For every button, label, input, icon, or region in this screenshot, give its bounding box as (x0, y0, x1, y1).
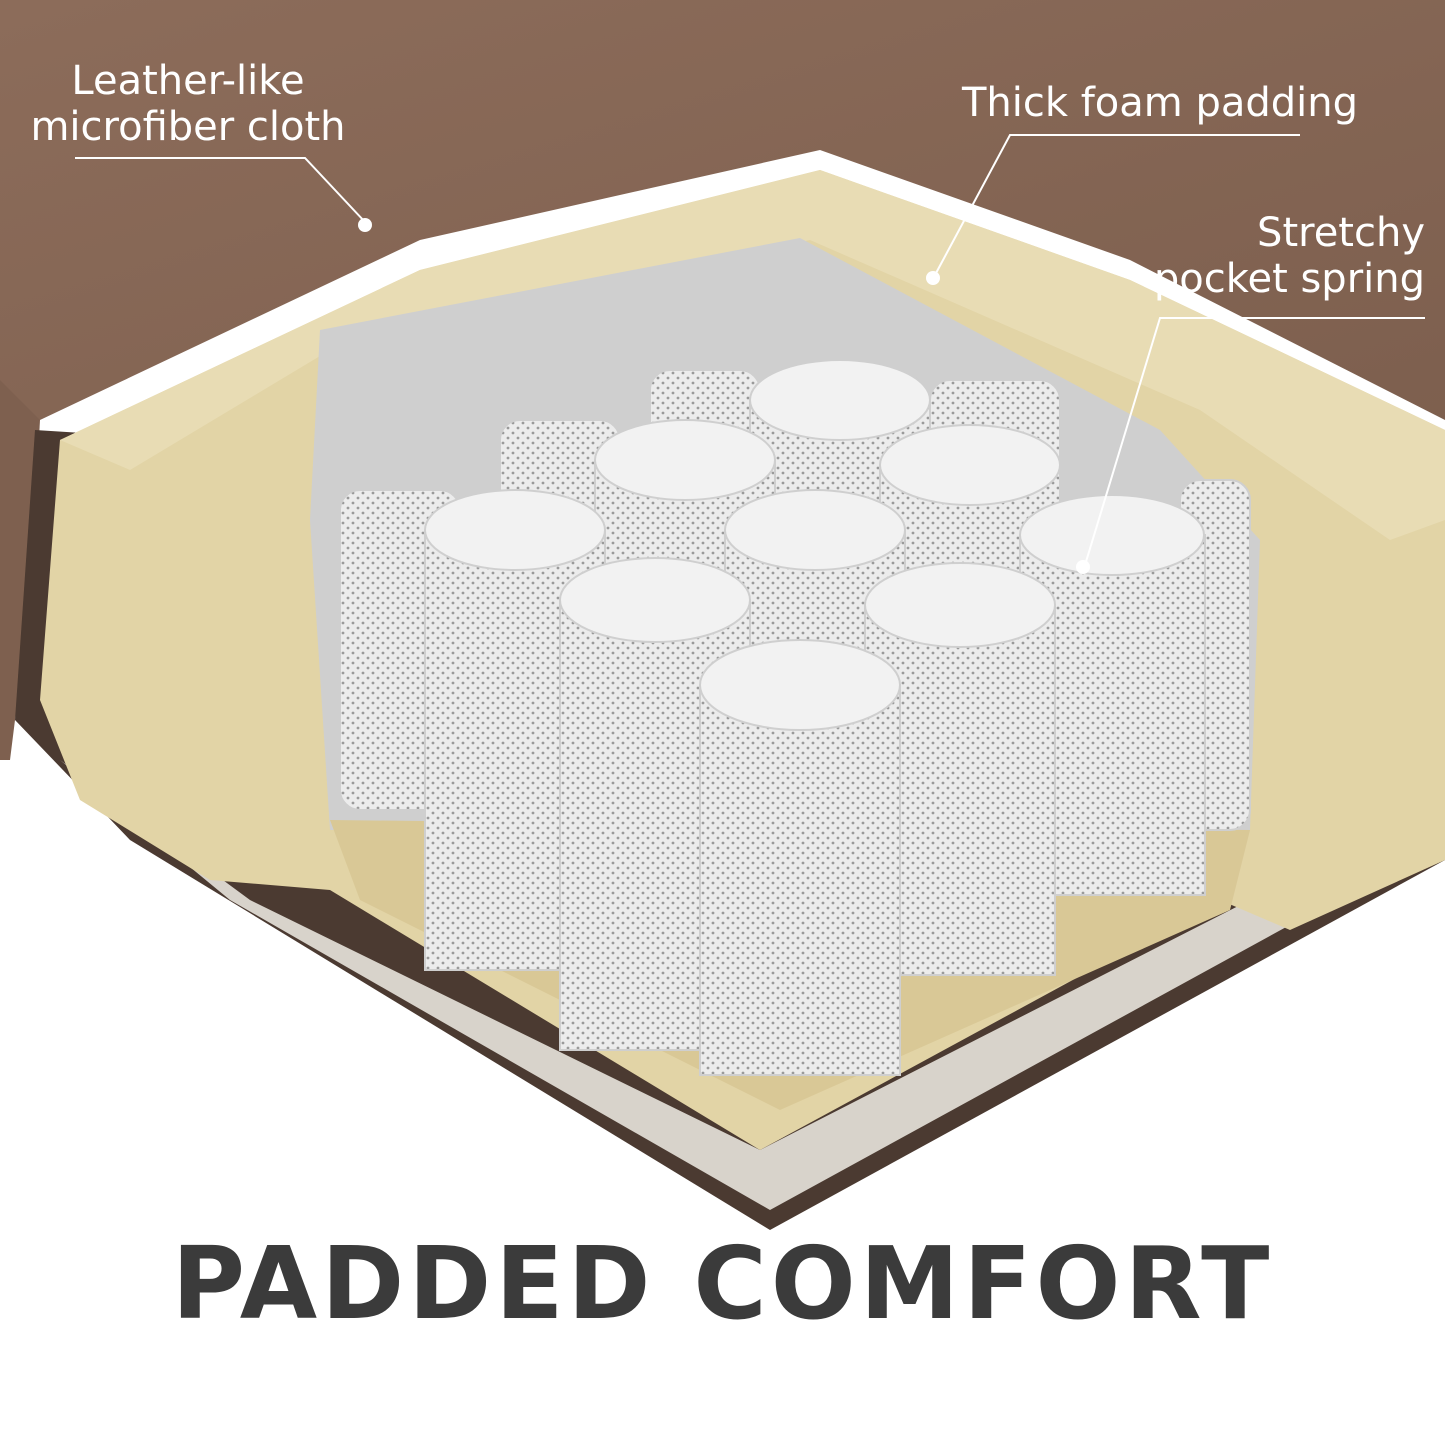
callout-leaders (75, 134, 1425, 566)
spring-label-line1: Stretchy (1257, 210, 1425, 256)
spring-label-line2: pocket spring (1153, 256, 1425, 302)
foam-top-face (60, 170, 1445, 540)
spring-9 (699, 639, 901, 1076)
cloth-label-line1: Leather-like (71, 58, 305, 104)
microfiber-cloth-label: Leather-like microfiber cloth (28, 58, 348, 150)
foam-padding-label: Thick foam padding (958, 80, 1358, 126)
headline: PADDED COMFORT (171, 1225, 1274, 1342)
foam-label-text: Thick foam padding (961, 80, 1358, 126)
foam-marker-dot (926, 271, 940, 285)
cloth-label-line2: microfiber cloth (30, 104, 346, 150)
cloth-marker-dot (358, 218, 372, 232)
spring-marker-dot (1076, 560, 1090, 574)
pocket-springs (424, 359, 1206, 1076)
microfiber-left-edge (0, 380, 40, 760)
microfiber-cover (0, 0, 1445, 440)
pocket-spring-label: Stretchy pocket spring (1140, 210, 1425, 302)
